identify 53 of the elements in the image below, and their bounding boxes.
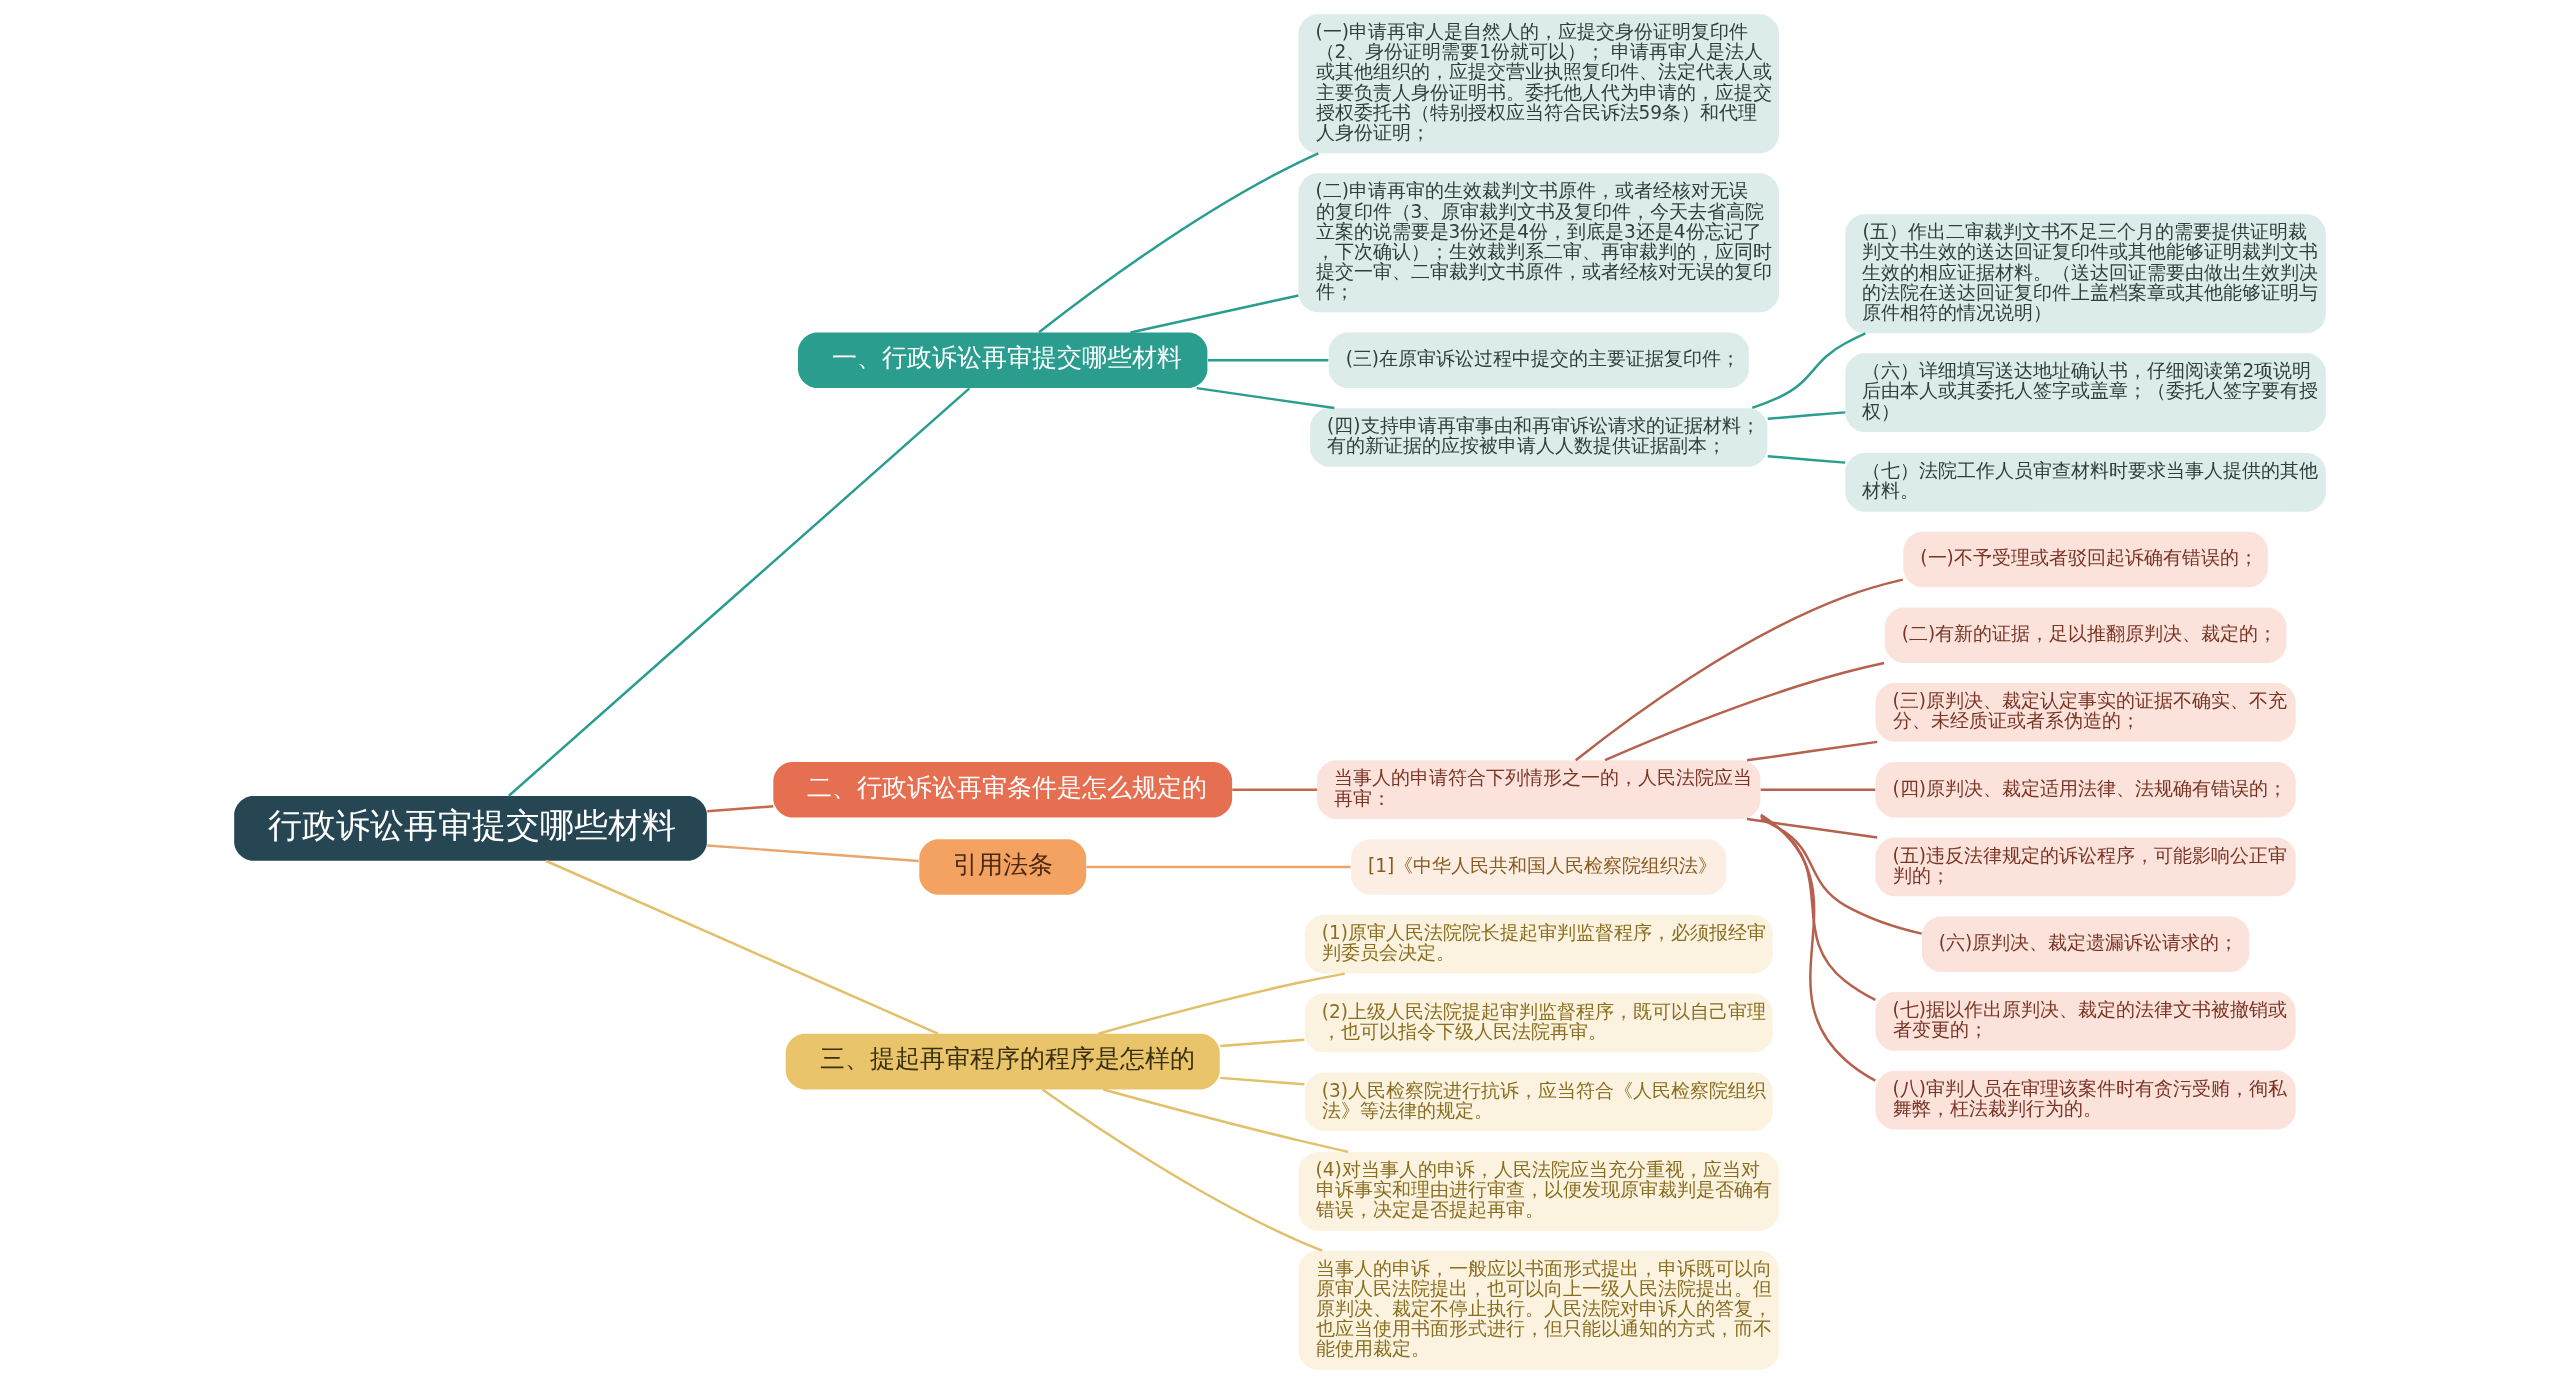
connector: [1767, 455, 1846, 464]
node-box: (二)有新的证据，足以推翻原判决、裁定的；: [1884, 607, 2287, 664]
connector: [1130, 294, 1299, 334]
node-box: (一)申请再审人是自然人的，应提交身份证明复印件（2、身份证明需要1份就可以）； 申请再审人是法人或其他组织的，应提交营业执照复印件、法定代表人或主要负责人身份证明书。委托他人代为申请的，应提交授权委托书（特别授权应当符合民诉法59条）和代理人身份证明；: [1298, 14, 1779, 154]
connector: [545, 859, 939, 1035]
connector: [1760, 815, 1876, 1001]
connector: [707, 844, 919, 863]
node-box: (2)上级人民法院提起审判监督程序，既可以自己审理，也可以指令下级人民法院再审。: [1304, 993, 1773, 1053]
connector: [1767, 411, 1846, 420]
node-box: 引用法条: [919, 839, 1087, 895]
node-box: 一、行政诉讼再审提交哪些材料: [798, 332, 1208, 389]
connector: [1196, 386, 1335, 410]
node-box: 当事人的申请符合下列情形之一的，人民法院应当再审：: [1317, 760, 1761, 820]
node-box: (1)原审人民法院院长提起审判监督程序，必须报经审判委员会决定。: [1304, 914, 1773, 974]
connector: [1208, 359, 1329, 362]
connector: [1220, 1076, 1305, 1086]
connector: [1086, 865, 1351, 869]
node-box: (四)原判决、裁定适用法律、法规确有错误的；: [1875, 761, 2296, 818]
connector: [1220, 1038, 1305, 1048]
connector: [1746, 817, 1878, 839]
connector: [1604, 661, 1885, 762]
node-box: [1]《中华人民共和国人民检察院组织法》: [1351, 839, 1727, 895]
node-box: (六)原判决、裁定遗漏诉讼请求的；: [1921, 916, 2250, 972]
node-box: 当事人的申诉，一般应以书面形式提出，申诉既可以向原审人民法院提出，也可以向上一级人民法院提出。但原判决、裁定不停止执行。人民法院对申诉人的答复，也应当使用书面形式进行，但只能以通知的方式，而不能使用裁定。: [1298, 1250, 1779, 1370]
node-box: 三、提起再审程序的程序是怎样的: [785, 1033, 1220, 1090]
node-box: （六）详细填写送达地址确认书，仔细阅读第2项说明后由本人或其委托人签字或盖章；（委托人签字要有授权）: [1845, 353, 2326, 433]
node-box: (七)据以作出原判决、裁定的法律文书被撤销或者变更的；: [1875, 992, 2296, 1051]
connector: [1574, 578, 1904, 762]
connector: [1232, 788, 1318, 791]
connector: [1038, 152, 1319, 334]
node-box: 行政诉讼再审提交哪些材料: [234, 795, 707, 861]
connector: [1746, 740, 1878, 762]
connector: [1103, 1088, 1349, 1154]
connector: [1751, 332, 1866, 410]
node-box: (八)审判人员在审理该案件时有贪污受贿，徇私舞弊，枉法裁判行为的。: [1875, 1070, 2296, 1130]
node-box: (三)原判决、裁定认定事实的证据不确实、不充分、未经质证或者系伪造的；: [1875, 683, 2296, 742]
node-box: (4)对当事人的申诉，人民法院应当充分重视，应当对申诉事实和理由进行审查，以便发现原审裁判是否确有错误，决定是否提起再审。: [1298, 1151, 1779, 1231]
node-box: 二、行政诉讼再审条件是怎么规定的: [773, 761, 1233, 818]
node-box: (3)人民检察院进行抗诉，应当符合《人民检察院组织法》等法律的规定。: [1304, 1072, 1773, 1132]
connector: [1041, 1088, 1323, 1252]
node-box: (四)支持申请再审事由和再审诉讼请求的证据材料；有的新证据的应按被申请人人数提供证据副本；: [1310, 408, 1768, 467]
connector: [508, 387, 971, 797]
connector: [1098, 972, 1345, 1035]
node-box: (一)不予受理或者驳回起诉确有错误的；: [1903, 531, 2268, 588]
connector: [1760, 788, 1876, 791]
connector: [1760, 813, 1876, 1082]
node-box: (三)在原审诉讼过程中提交的主要证据复印件；: [1328, 332, 1749, 389]
node-box: (五)违反法律规定的诉讼程序，可能影响公正审判的；: [1875, 837, 2296, 897]
connector: [1760, 818, 1922, 935]
node-box: (五）作出二审裁判文书不足三个月的需要提供证明裁判文书生效的送达回证复印件或其他能够证明裁判文书生效的相应证据材料。（送达回证需要由做出生效判决的法院在送达回证复印件上盖档案章或其他能够证明与原件相符的情况说明）: [1845, 214, 2326, 334]
connector: [707, 805, 774, 813]
node-box: （七）法院工作人员审查材料时要求当事人提供的其他材料。: [1845, 452, 2326, 512]
node-box: (二)申请再审的生效裁判文书原件，或者经核对无误的复印件（3、原审裁判文书及复印件，今天去省高院立案的说需要是3份还是4份，到底是3还是4份忘记了，下次确认）；生效裁判系二审、再审裁判的，应同时提交一审、二审裁判文书原件，或者经核对无误的复印件；: [1298, 173, 1779, 313]
